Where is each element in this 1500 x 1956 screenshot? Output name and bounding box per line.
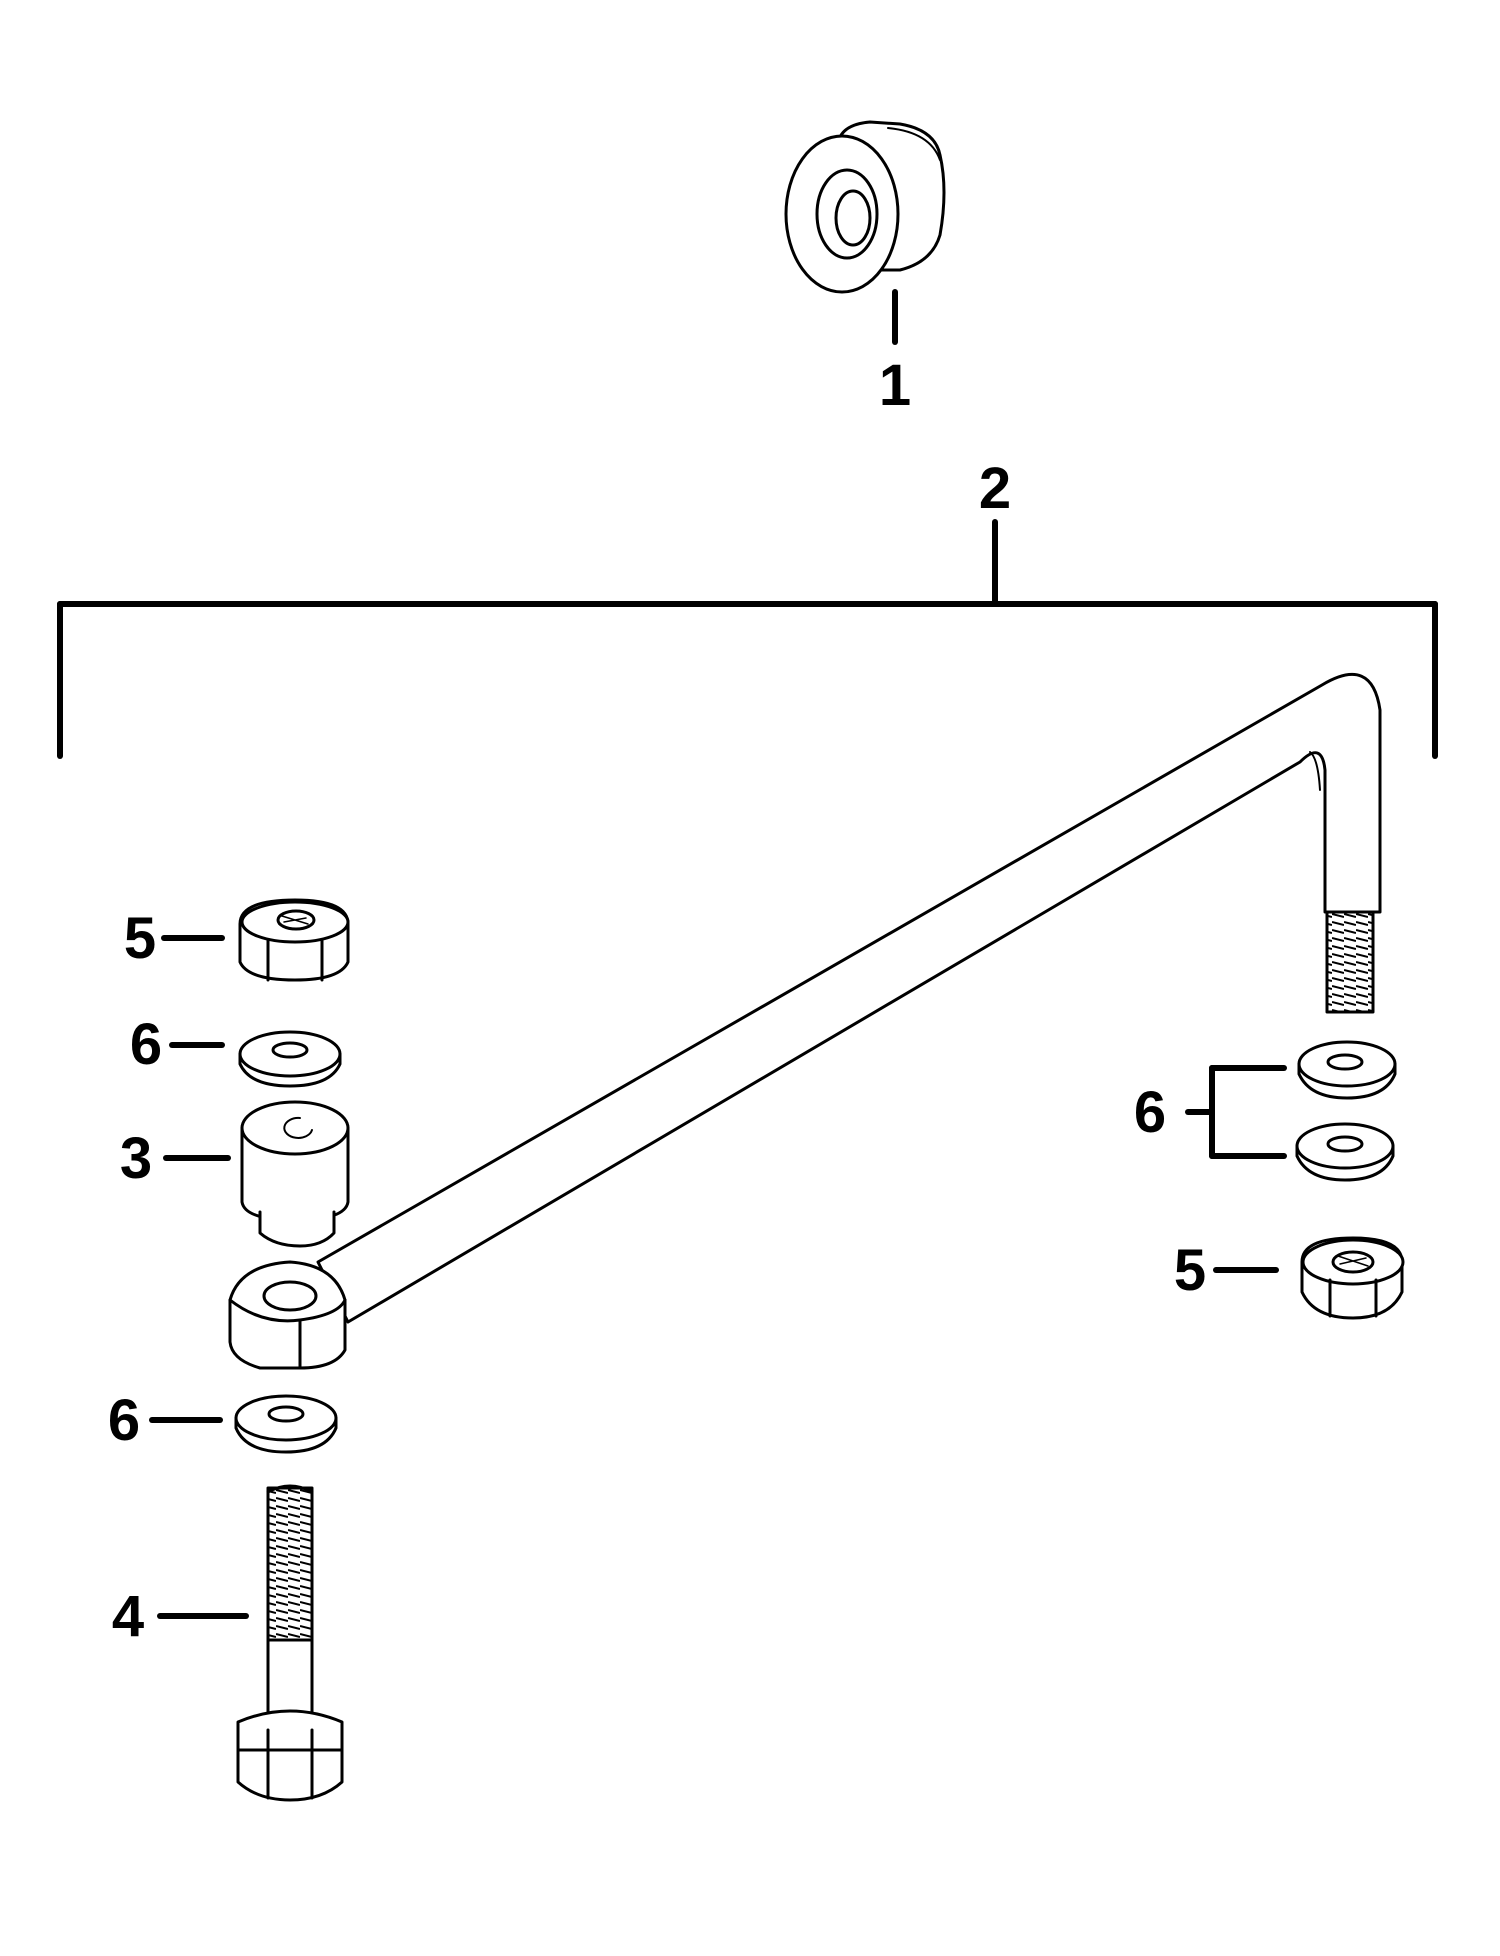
nut-part-right (1300, 1236, 1405, 1320)
nut-part-left (238, 898, 350, 982)
bolt-part (236, 1484, 344, 1802)
bracket-2 (57, 519, 1438, 759)
spacer-part (240, 1100, 350, 1248)
callout-1: 1 (879, 353, 911, 418)
washer-part-left-bottom (234, 1394, 338, 1454)
callout-6-left-top: 6 (130, 1012, 162, 1077)
tie-bar-part (228, 673, 1382, 1370)
washer-part-left-top (238, 1030, 342, 1088)
callout-3: 3 (120, 1126, 152, 1191)
bushing-part (784, 120, 946, 294)
bracket-6-right (1185, 1065, 1287, 1159)
callout-5-right: 5 (1174, 1238, 1206, 1303)
callout-5-left: 5 (124, 906, 156, 971)
washer-part-right-bottom (1295, 1122, 1395, 1182)
washer-part-right-top (1297, 1040, 1397, 1100)
callout-2: 2 (979, 456, 1011, 521)
callout-6-left-bottom: 6 (108, 1388, 140, 1453)
callout-4: 4 (112, 1584, 144, 1649)
callout-6-right: 6 (1134, 1080, 1166, 1145)
